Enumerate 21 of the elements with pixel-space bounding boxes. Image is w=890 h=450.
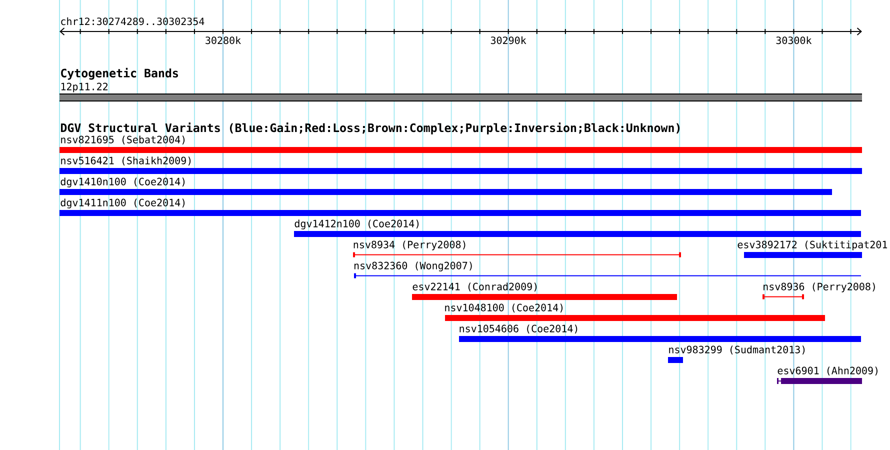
- variant-label: nsv821695 (Sebat2004): [61, 136, 185, 145]
- tick-label: 30290k: [490, 36, 526, 44]
- variant-label: dgv1412n100 (Coe2014): [294, 220, 419, 230]
- variant-label: nsv1048100 (Coe2014): [445, 304, 563, 313]
- variant-label: nsv8934 (Perry2008): [354, 240, 466, 250]
- variant-label: nsv8936 (Perry2008): [764, 282, 875, 292]
- variant-label: dgv1410n100 (Coe2014): [60, 178, 185, 188]
- variant-label: nsv983299 (Sudmant2013): [669, 346, 805, 355]
- variant-label: nsv832360 (Wong2007): [354, 262, 472, 272]
- track-title: DGV Structural Variants (Blue:Gain;Red:Loss;Brown:Complex;Purple:Inversion;Black:Unknown): [61, 122, 680, 134]
- variant-label: nsv1054606 (Coe2014): [460, 324, 578, 334]
- coordinate-label: chr12:30274289..30302354: [61, 17, 204, 26]
- variant-label: dgv1411n100 (Coe2014): [60, 198, 185, 208]
- tick-label: 30300k: [776, 36, 812, 44]
- band-label: 12p11.22: [61, 82, 108, 92]
- variant-label: esv3892172 (Suktitipat201: [738, 240, 888, 250]
- variant-label: esv22141 (Conrad2009): [412, 282, 537, 292]
- tick-label: 30280k: [206, 36, 241, 44]
- track-title: Cytogenetic Bands: [61, 68, 178, 80]
- variant-label: nsv516421 (Shaikh2009): [61, 156, 191, 166]
- variant-label: esv6901 (Ahn2009): [778, 366, 878, 376]
